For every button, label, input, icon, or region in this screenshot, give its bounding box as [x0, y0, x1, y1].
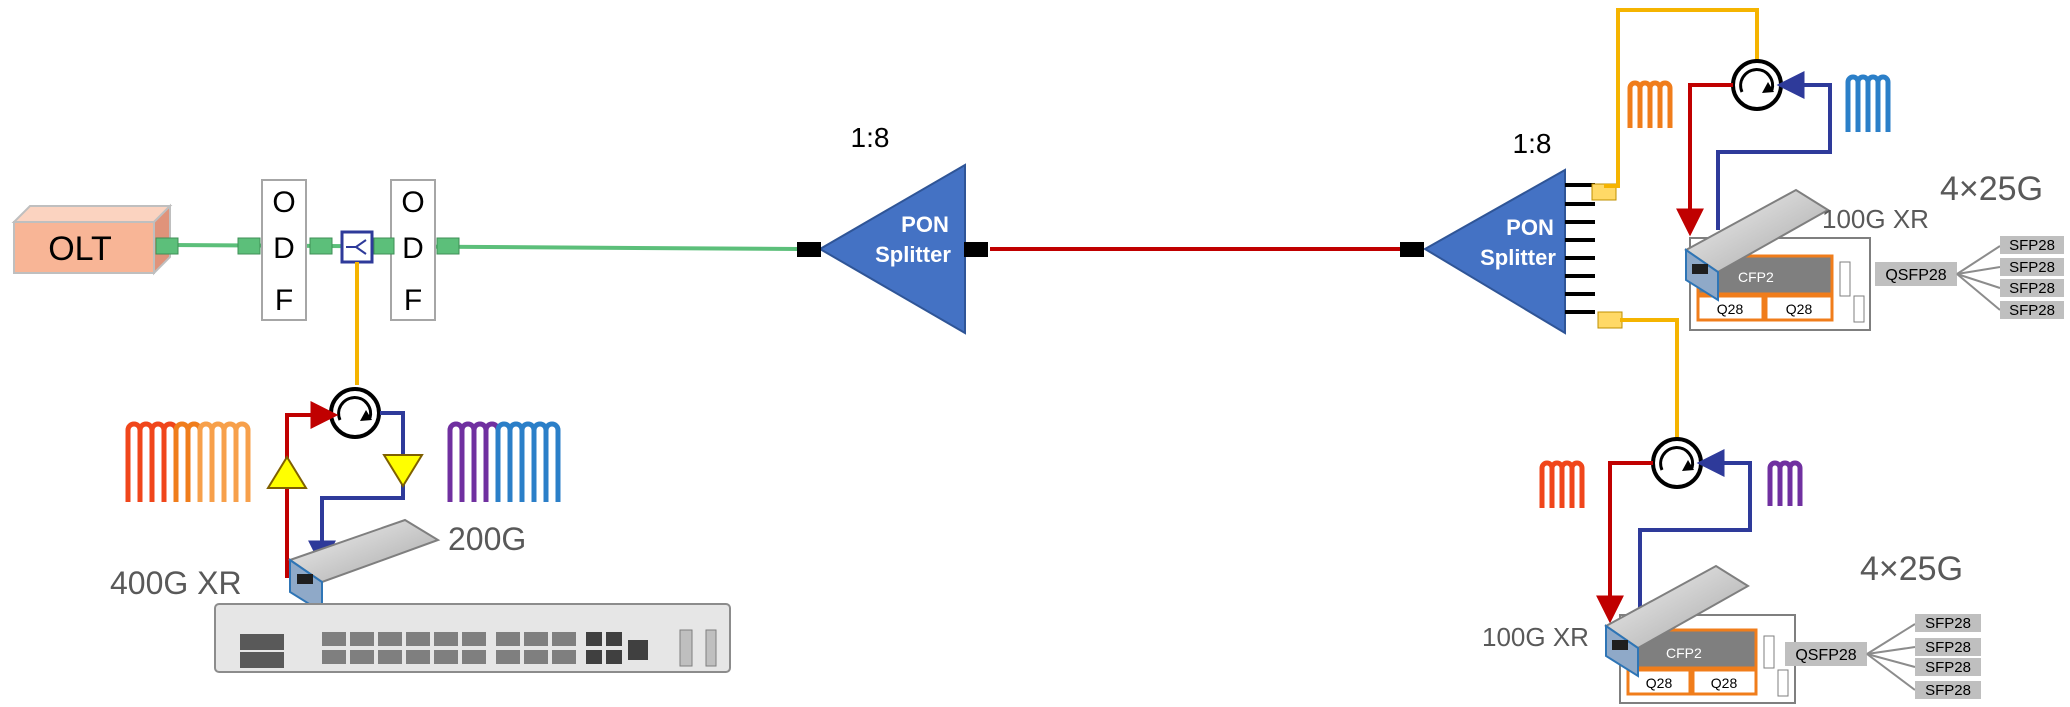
- leaf-bottom-qsfp-label: QSFP28: [1795, 647, 1856, 664]
- leaf-bottom-tx-fiber: [1638, 449, 1752, 615]
- leaf-bottom-sfp-label-4: SFP28: [1925, 682, 1971, 699]
- splitter-2-ratio: 1:8: [1513, 128, 1552, 159]
- odf-left-port-out: [309, 237, 333, 255]
- leaf-bottom-rate-label: 4×25G: [1860, 550, 1963, 588]
- splitter-1-port-out: [964, 242, 988, 257]
- olt-port: [155, 237, 179, 255]
- splitter-1-port-in: [797, 242, 821, 257]
- leaf-bottom-rx-fiber: [1596, 461, 1653, 624]
- leaf-top-qsfp-box: [1875, 262, 1957, 286]
- leaf-top-rx-subcarriers: [1627, 80, 1673, 128]
- odf-right-port-in: [373, 237, 395, 255]
- leaf-bottom-sfp-4: [1915, 681, 1981, 699]
- leaf-top-tx-subcarriers: [1845, 74, 1891, 132]
- leaf-bottom-sfp-label-3: SFP28: [1925, 659, 1971, 676]
- hub-amplifier-tx: [266, 455, 308, 489]
- hub-tx-subcarriers: [125, 421, 251, 502]
- leaf-top-sfp-label-2: SFP28: [2009, 259, 2055, 276]
- hub-amplifier-rx: [382, 454, 424, 488]
- odf-right-d: D: [402, 232, 424, 265]
- splitter-1-ratio: 1:8: [851, 122, 890, 153]
- odf-right-o: O: [401, 186, 424, 219]
- leaf-top-rate-label: 4×25G: [1940, 170, 2043, 208]
- leaf-bottom-sfp-2: [1915, 638, 1981, 656]
- leaf-top-sfp-3: [2000, 279, 2064, 297]
- leaf-bottom-q28-left: Q28: [1646, 675, 1673, 691]
- leaf-top-q28-right: Q28: [1786, 301, 1813, 317]
- leaf-top-drop-fiber: [1604, 8, 1759, 188]
- splitter-2-line2: Splitter: [1480, 245, 1556, 270]
- hub-pluggable-module: [287, 518, 441, 614]
- splitter-2-line1: PON: [1506, 215, 1554, 240]
- hub-rate-label: 200G: [448, 521, 526, 557]
- leaf-top-sfp-label-4: SFP28: [2009, 302, 2055, 319]
- leaf-top-pluggable-module: [1684, 188, 1830, 302]
- splitter-2-port-in: [1400, 242, 1424, 257]
- odf-right-f: F: [404, 284, 422, 317]
- splitter-1-line2: Splitter: [875, 242, 951, 267]
- leaf-top-q28-left: Q28: [1717, 301, 1744, 317]
- odf-left-port-in: [237, 237, 261, 255]
- odf-left-d: D: [273, 232, 295, 265]
- hub-module-label: 400G XR: [110, 565, 242, 601]
- splitter-1-line1: PON: [901, 212, 949, 237]
- leaf-bottom-circulator: [1651, 437, 1703, 489]
- leaf-top-sfp-label-1: SFP28: [2009, 237, 2055, 254]
- leaf-bottom-qsfp-box: [1785, 642, 1867, 666]
- leaf-top-sfp-1: [2000, 236, 2064, 254]
- hub-tx-fiber: [285, 401, 339, 578]
- hub-rx-fiber: [308, 411, 405, 569]
- leaf-top-circulator: [1731, 59, 1783, 111]
- wdm-coupler: [340, 230, 374, 264]
- leaf-bottom-q28-right: Q28: [1711, 675, 1738, 691]
- leaf-top-module-label: 100G XR: [1822, 204, 1929, 234]
- leaf-bottom-rx-subcarriers: [1539, 460, 1585, 508]
- hub-circulator: [329, 387, 381, 439]
- leaf-bottom-sfp-label-2: SFP28: [1925, 639, 1971, 656]
- leaf-top-cfp-label: CFP2: [1738, 269, 1774, 285]
- leaf-bottom-sfp-label-1: SFP28: [1925, 615, 1971, 632]
- leaf-bottom-cfp-label: CFP2: [1666, 645, 1702, 661]
- leaf-top-qsfp-label: QSFP28: [1885, 267, 1946, 284]
- splitter-2-outputs: [1565, 183, 1595, 314]
- leaf-top-breakout: [1956, 245, 2001, 311]
- leaf-top-sfp-4: [2000, 301, 2064, 319]
- pon-splitter-1: PON Splitter: [818, 163, 966, 335]
- odf-left-o: O: [272, 186, 295, 219]
- odf-left-f: F: [275, 284, 293, 317]
- hub-router-chassis: [214, 603, 731, 673]
- odf-right-port-out: [436, 237, 460, 255]
- leaf-bottom-tx-subcarriers: [1767, 460, 1803, 506]
- leaf-top-tx-fiber: [1716, 71, 1832, 230]
- odf-left: O D F: [261, 179, 307, 321]
- leaf-top-rx-fiber: [1676, 83, 1733, 237]
- pon-splitter-2: PON Splitter: [1423, 168, 1566, 335]
- leaf-bottom-breakout: [1866, 623, 1916, 691]
- leaf-bottom-sfp-1: [1915, 614, 1981, 632]
- leaf-bottom-pluggable-module: [1604, 564, 1750, 678]
- olt-label: OLT: [48, 230, 112, 268]
- leaf-bottom-module-label: 100G XR: [1482, 622, 1589, 652]
- olt-box: OLT: [11, 203, 173, 276]
- leaf-bottom-sfp-3: [1915, 658, 1981, 676]
- hub-rx-subcarriers: [447, 421, 561, 502]
- splitter-2-port-bottom: [1597, 311, 1623, 329]
- odf-right: O D F: [390, 179, 436, 321]
- leaf-bottom-drop-fiber: [1620, 318, 1679, 455]
- leaf-top-sfp-label-3: SFP28: [2009, 280, 2055, 297]
- leaf-top-sfp-2: [2000, 258, 2064, 276]
